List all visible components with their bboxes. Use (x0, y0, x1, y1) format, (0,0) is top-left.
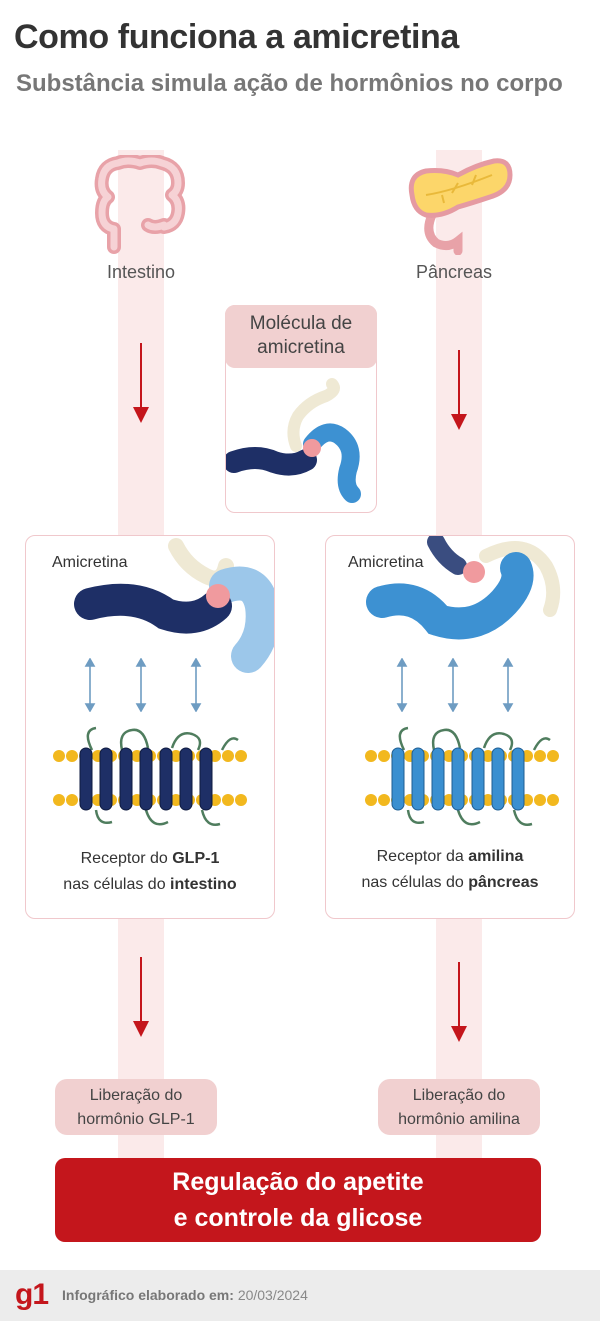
footer: g1 Infográfico elaborado em: 20/03/2024 (0, 1270, 600, 1321)
amicretina-molecule-illustration (226, 378, 361, 503)
amylin-receptor-caption: Receptor da amilina nas células do pâncr… (361, 848, 539, 891)
amylin-receptor-panel: Amicretina Receptor da amilina nas célul… (325, 535, 575, 919)
panel-amicretina-label: Amicretina (52, 554, 128, 571)
down-arrow-icon (451, 350, 467, 430)
glp1-receptor-membrane (53, 726, 247, 826)
double-arrow-icon (84, 658, 202, 712)
glp1-receptor-panel: Amicretina Receptor do GLP-1 nas células… (25, 535, 275, 919)
footer-credit: Infográfico elaborado em: 20/03/2024 (62, 1287, 308, 1303)
amylin-release-label: Liberação do hormônio amilina (378, 1079, 540, 1135)
result-box: Regulação do apetite e controle da glico… (55, 1158, 541, 1242)
glp1-release-label: Liberação do hormônio GLP-1 (55, 1079, 217, 1135)
down-arrow-icon (133, 957, 149, 1037)
page-title: Como funciona a amicretina (14, 18, 459, 56)
double-arrow-icon (396, 658, 514, 712)
page-subtitle: Substância simula ação de hormônios no c… (16, 70, 563, 97)
intestine-icon (94, 155, 186, 254)
panel-amicretina-label: Amicretina (348, 554, 424, 571)
pancreas-icon (408, 158, 513, 255)
g1-logo: g1 (15, 1278, 49, 1311)
down-arrow-icon (133, 343, 149, 423)
down-arrow-icon (451, 962, 467, 1042)
pancreas-label: Pâncreas (415, 262, 493, 282)
intestine-label: Intestino (106, 262, 176, 282)
amicretina-molecule-illustration (366, 536, 561, 640)
amylin-receptor-membrane (365, 726, 559, 826)
molecule-box: Molécula de amicretina (225, 305, 377, 513)
glp1-receptor-caption: Receptor do GLP-1 nas células do intesti… (63, 850, 237, 893)
molecule-label: Molécula de amicretina (225, 305, 377, 368)
amicretina-molecule-illustration (74, 538, 274, 673)
